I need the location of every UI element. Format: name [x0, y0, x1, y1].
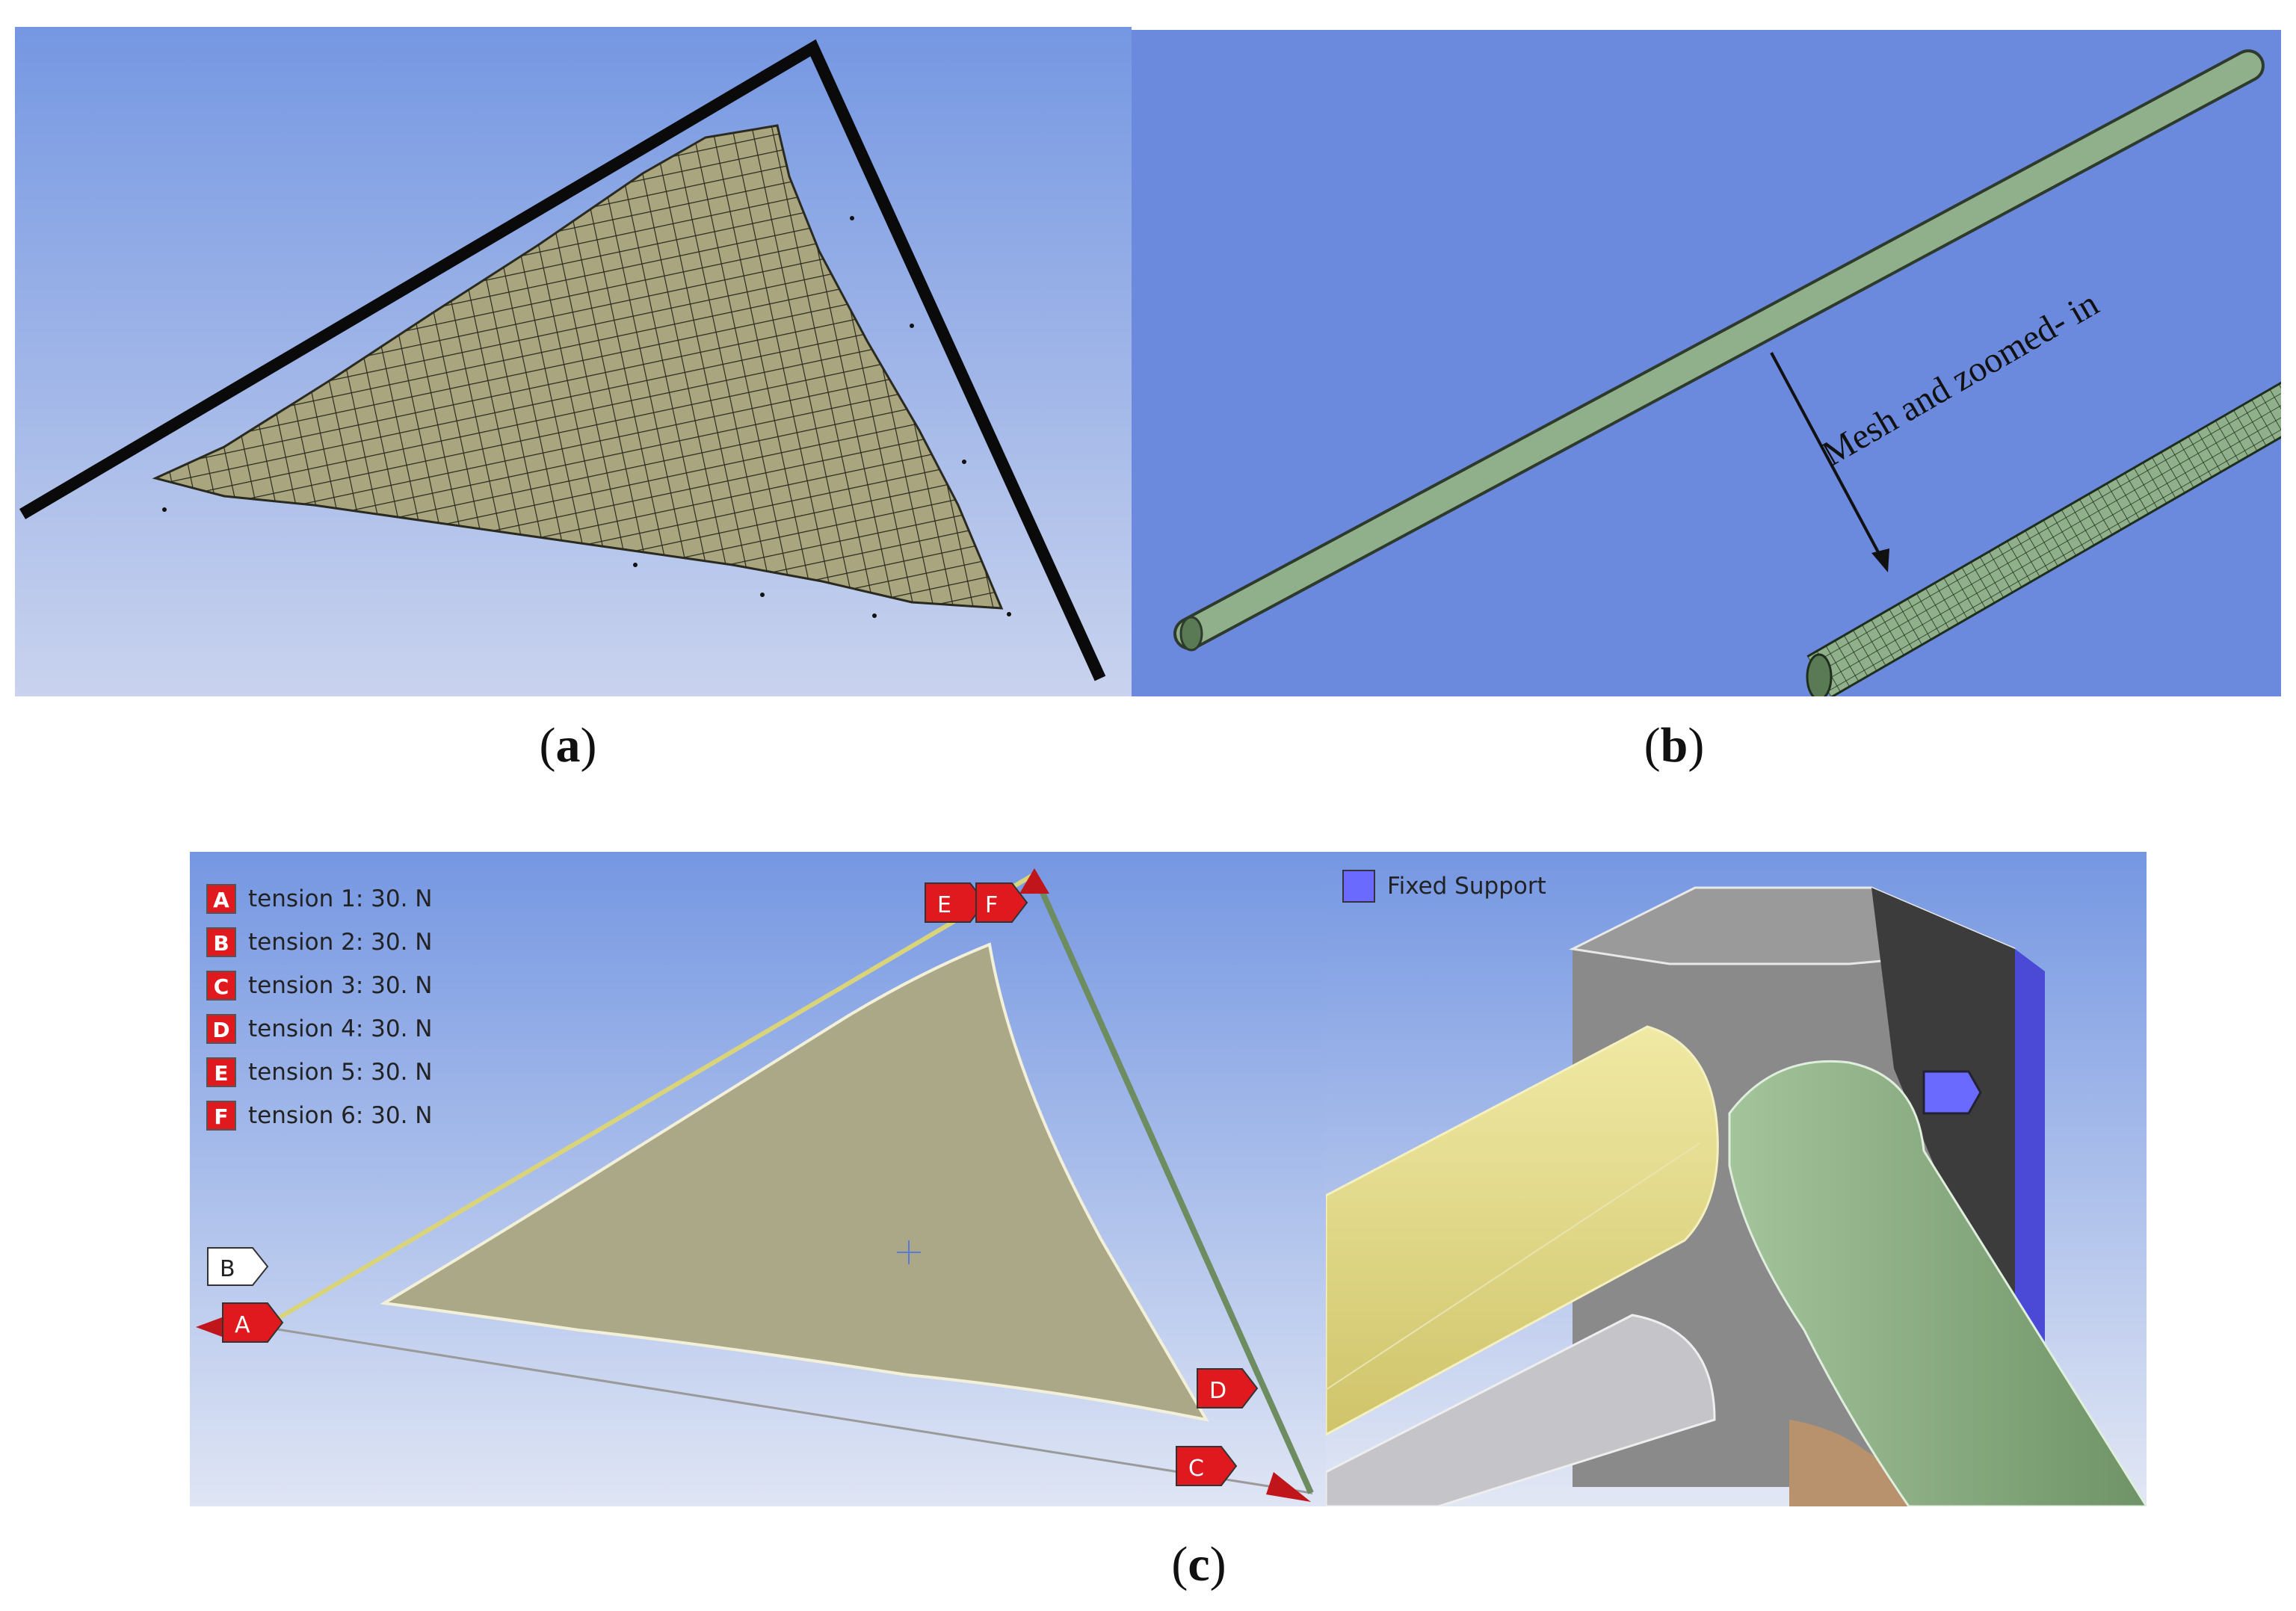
panel-a-node-dots [162, 216, 1011, 618]
svg-text:D: D [1209, 1378, 1226, 1404]
legend-text: tension 6: 30. N [248, 1102, 433, 1129]
fixed-support-swatch [1342, 870, 1375, 903]
panel-a-membrane-mesh [152, 124, 1004, 610]
marker-a: A [222, 1302, 284, 1343]
tension-legend-row: E tension 5: 30. N [206, 1051, 432, 1094]
legend-marker-a: A [206, 884, 236, 914]
caption-a: (a) [539, 718, 597, 773]
panel-b-canvas [1132, 30, 2281, 696]
tension-legend-row: D tension 4: 30. N [206, 1007, 432, 1051]
marker-f: F [975, 882, 1028, 923]
panel-b-pipe-end [1179, 616, 1203, 652]
legend-marker-e: E [206, 1057, 236, 1087]
panel-a-canvas [15, 27, 1132, 696]
caption-c: (c) [1171, 1537, 1226, 1592]
marker-c: C [1176, 1446, 1238, 1486]
tube-green [1728, 1060, 2147, 1506]
marker-d: D [1197, 1368, 1259, 1409]
panel-c-right-canvas [1326, 852, 2147, 1506]
panel-c-tension-view: B A E F D C A tension 1: 30. N B te [190, 852, 1326, 1506]
tube-yellow-seam [1326, 1142, 1700, 1391]
caption-b: (b) [1644, 718, 1705, 773]
panel-a-frame-cable [19, 39, 1106, 681]
tube-grey [1326, 1314, 1716, 1506]
tension-legend-row: F tension 6: 30. N [206, 1094, 432, 1137]
panel-c-yellow-cable [262, 872, 1036, 1329]
tension-legend-row: A tension 1: 30. N [206, 877, 432, 921]
panel-c-fixed-support-view: Fixed Support [1326, 852, 2147, 1506]
fixed-support-legend: Fixed Support [1342, 870, 1546, 903]
column-blue-face [2015, 949, 2045, 1420]
legend-text: tension 2: 30. N [248, 929, 433, 956]
panel-b-meshed-pipe [1807, 384, 2281, 696]
panel-b-pipe-view: Mesh and zoomed- in [1132, 30, 2281, 696]
legend-text: tension 4: 30. N [248, 1015, 433, 1042]
legend-marker-f: F [206, 1101, 236, 1131]
panel-b-zoom-arrow [1770, 352, 1885, 563]
legend-marker-c: C [206, 971, 236, 1001]
fixed-support-marker [1922, 1070, 1982, 1115]
marker-b: B [207, 1247, 269, 1286]
svg-text:C: C [1188, 1456, 1204, 1482]
tension-legend-row: B tension 2: 30. N [206, 921, 432, 964]
panel-a-mesh-view [15, 27, 1132, 696]
svg-text:B: B [220, 1256, 235, 1282]
tension-legend: A tension 1: 30. N B tension 2: 30. N C … [206, 877, 432, 1137]
tube-yellow [1326, 1025, 1719, 1436]
tension-legend-row: C tension 3: 30. N [206, 964, 432, 1007]
panel-c-left-canvas: B A E F D C [190, 852, 1326, 1506]
panel-c-membrane [380, 942, 1209, 1422]
legend-marker-b: B [206, 927, 236, 957]
legend-text: tension 1: 30. N [248, 885, 433, 912]
legend-marker-d: D [206, 1014, 236, 1044]
panel-b-pipe [1176, 52, 2262, 647]
legend-text: tension 3: 30. N [248, 972, 433, 999]
panel-b-meshed-pipe-end [1806, 653, 1833, 696]
panel-c-green-cable [1031, 873, 1314, 1494]
svg-text:E: E [937, 892, 951, 918]
legend-text: tension 5: 30. N [248, 1059, 433, 1086]
panel-b-zoom-arrowhead [1871, 548, 1889, 572]
panel-c-center-cross [897, 1240, 921, 1264]
svg-text:F: F [985, 892, 998, 918]
fixed-support-label: Fixed Support [1387, 873, 1546, 900]
svg-text:A: A [235, 1312, 250, 1338]
